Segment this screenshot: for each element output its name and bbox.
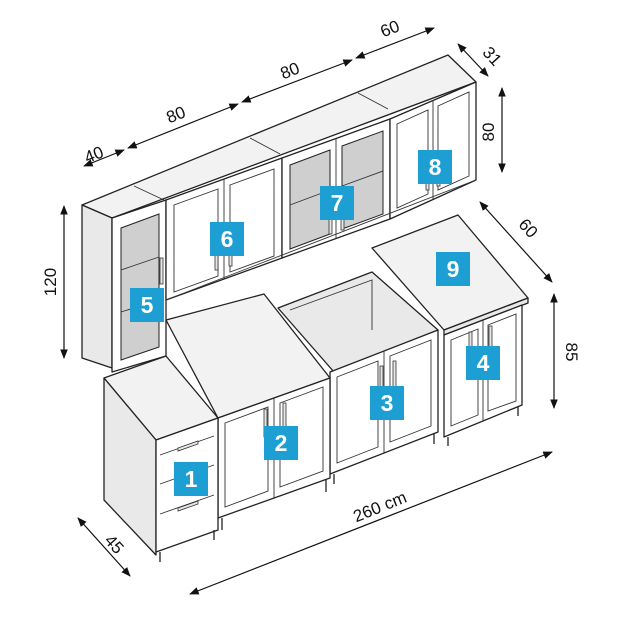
- upper-cabinets: [81, 54, 477, 373]
- svg-text:2: 2: [275, 430, 288, 456]
- svg-text:8: 8: [429, 154, 442, 180]
- svg-text:1: 1: [185, 466, 198, 492]
- svg-text:9: 9: [447, 256, 460, 282]
- dim-label-45: 45: [101, 531, 128, 558]
- dim-label-85: 85: [562, 343, 581, 362]
- svg-text:6: 6: [221, 226, 234, 252]
- dim-label-60-top: 60: [378, 17, 403, 42]
- svg-text:4: 4: [477, 350, 490, 376]
- dim-label-120: 120: [41, 268, 60, 296]
- dim-label-total-width: 260 cm: [351, 488, 410, 527]
- badge-module-2: 2: [264, 426, 298, 460]
- dimension-lines: [60, 27, 558, 595]
- svg-text:3: 3: [381, 390, 394, 416]
- svg-text:5: 5: [141, 292, 154, 318]
- badge-module-5: 5: [130, 288, 164, 322]
- dim-label-80-right: 80: [278, 59, 303, 84]
- module-badges: 1 2 3 4 5 6 7 8: [130, 150, 500, 496]
- badge-module-6: 6: [210, 222, 244, 256]
- dim-label-80-height: 80: [479, 123, 498, 142]
- badge-module-9: 9: [436, 252, 470, 286]
- dim-label-31: 31: [479, 43, 506, 70]
- badge-module-1: 1: [174, 462, 208, 496]
- dim-label-80-left: 80: [164, 103, 189, 128]
- badge-module-8: 8: [418, 150, 452, 184]
- svg-text:7: 7: [331, 190, 344, 216]
- dim-label-60-depth: 60: [515, 215, 542, 242]
- badge-module-3: 3: [370, 386, 404, 420]
- dim-label-40: 40: [82, 143, 107, 168]
- badge-module-4: 4: [466, 346, 500, 380]
- badge-module-7: 7: [320, 186, 354, 220]
